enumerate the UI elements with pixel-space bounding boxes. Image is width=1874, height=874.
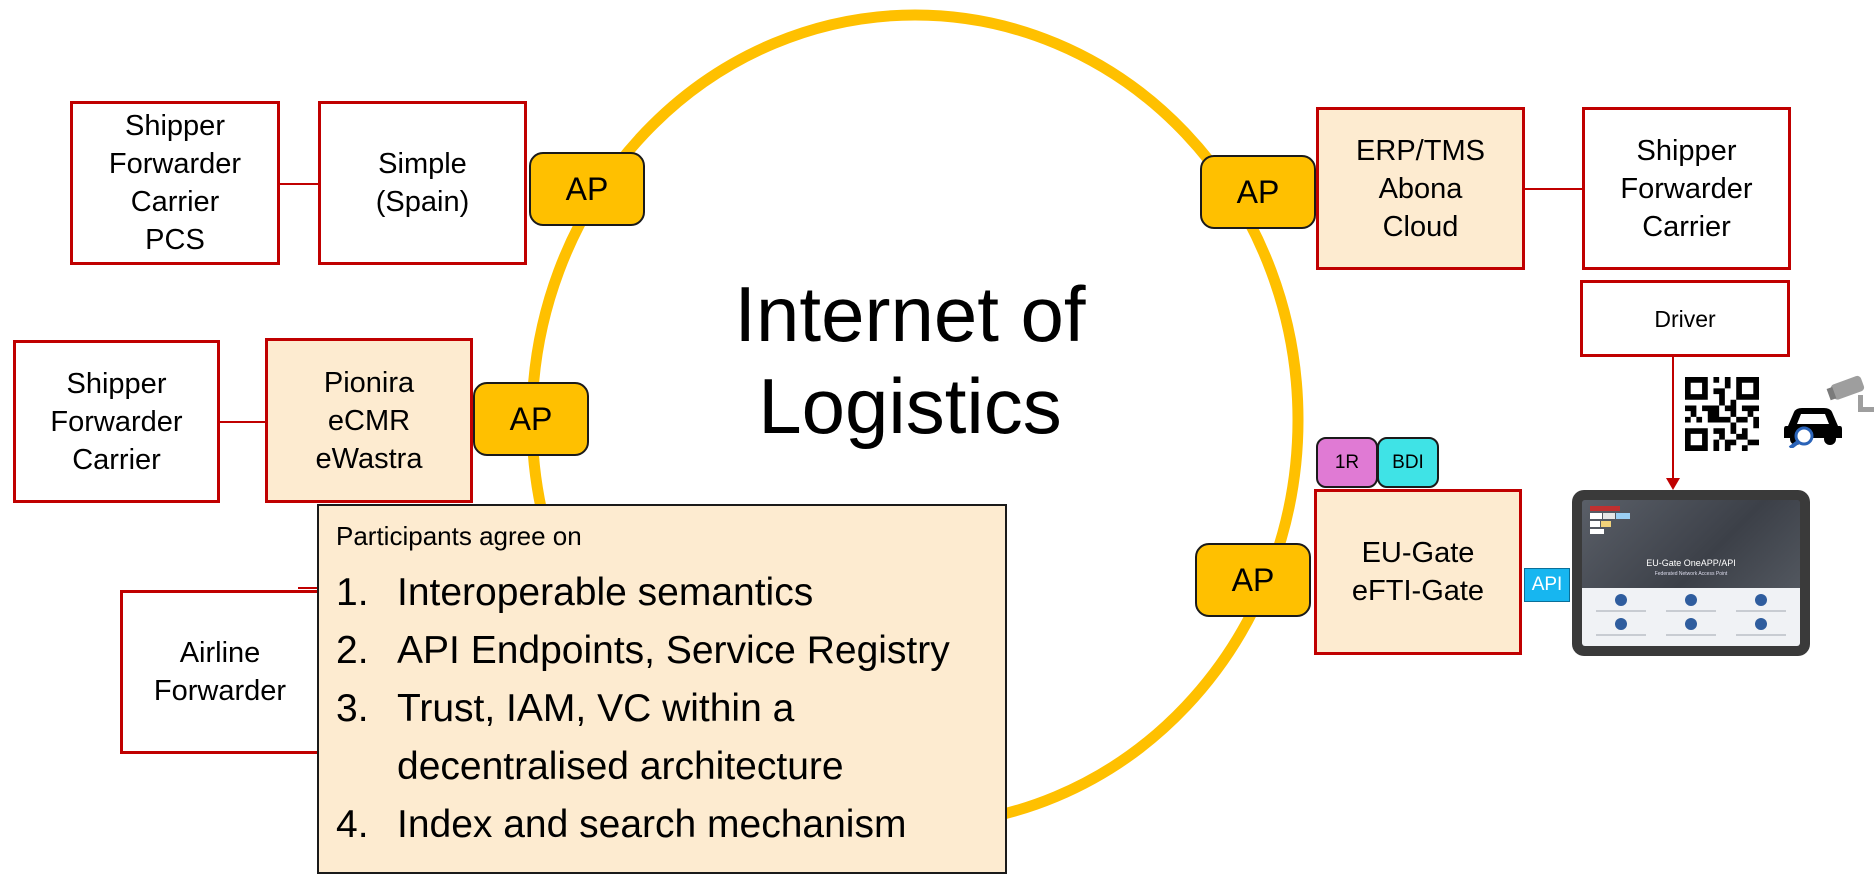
box-line: Driver xyxy=(1654,305,1716,332)
partner-logos-icon xyxy=(1590,506,1630,534)
service-tile-caption xyxy=(1666,634,1716,636)
tablet-app-screenshot: EU-Gate OneAPP/API Federated Network Acc… xyxy=(1572,490,1810,656)
spain-participants-box: Shipper Forwarder Carrier PCS xyxy=(70,101,280,265)
service-tile-icon xyxy=(1685,618,1697,630)
service-tile-icon xyxy=(1615,594,1627,606)
tablet-app-subtitle: Federated Network Access Point xyxy=(1654,571,1728,577)
agreement-item-number: 4. xyxy=(336,803,369,846)
box-line: ERP/TMS xyxy=(1356,134,1485,167)
tablet-service-panel xyxy=(1582,588,1800,646)
qr-code-icon xyxy=(1685,377,1759,451)
service-tile-icon xyxy=(1615,618,1627,630)
box-line: Carrier xyxy=(130,186,220,218)
pionira-participants-box: Shipper Forwarder Carrier xyxy=(13,340,220,503)
box-line: Cloud xyxy=(1382,210,1459,243)
ap-label: AP xyxy=(1231,561,1275,598)
agreement-heading: Participants agree on xyxy=(336,521,582,551)
box-line: eFTI-Gate xyxy=(1351,575,1485,607)
agreement-item: 4. Index and search mechanism xyxy=(336,796,1005,854)
title-line-1: Internet of xyxy=(734,270,1086,358)
agreement-item-text: Interoperable semantics xyxy=(397,564,1005,622)
box-line: EU-Gate xyxy=(1361,537,1475,569)
agreement-item-line: Interoperable semantics xyxy=(397,571,814,614)
diagram-title: Internet of Logistics xyxy=(660,268,1160,452)
agreement-item-line: Trust, IAM, VC within a xyxy=(397,687,795,730)
box-line: Carrier xyxy=(72,443,161,476)
agreement-item-line: decentralised architecture xyxy=(397,745,844,788)
service-tile-caption xyxy=(1736,634,1786,636)
ap-label: AP xyxy=(509,400,553,437)
service-tile-caption xyxy=(1596,634,1646,636)
agreement-item-number: 2. xyxy=(336,629,369,672)
agreement-list: 1. Interoperable semantics 2. API Endpoi… xyxy=(336,564,1005,854)
agreement-item-text: Index and search mechanism xyxy=(397,796,1005,854)
simple-spain-box: Simple (Spain) xyxy=(318,101,527,265)
eu-gate-box: EU-Gate eFTI-Gate xyxy=(1314,489,1522,655)
tablet-screen: EU-Gate OneAPP/API Federated Network Acc… xyxy=(1582,500,1800,646)
box-line: eCMR xyxy=(327,404,411,437)
access-point-eu-gate: AP xyxy=(1195,543,1311,617)
agreement-item-number: 1. xyxy=(336,571,369,614)
agreement-item-number: 3. xyxy=(336,687,369,730)
box-line: PCS xyxy=(145,224,205,256)
bdi-badge: BDI xyxy=(1377,437,1439,488)
ap-label: AP xyxy=(565,170,609,207)
car-search-icon xyxy=(1784,408,1842,448)
access-point-erp: AP xyxy=(1200,155,1316,229)
box-line: (Spain) xyxy=(375,186,470,218)
api-label: API xyxy=(1531,574,1563,595)
box-line: Forwarder xyxy=(1620,172,1753,205)
box-line: Shipper xyxy=(125,110,225,142)
pionira-box: Pionira eCMR eWastra xyxy=(265,338,473,503)
box-line: Forwarder xyxy=(50,405,183,438)
bdi-label: BDI xyxy=(1392,451,1424,473)
title-line-2: Logistics xyxy=(758,362,1062,450)
service-tile-icon xyxy=(1755,618,1767,630)
security-camera-icon xyxy=(1826,375,1874,412)
agreement-item: 2. API Endpoints, Service Registry xyxy=(336,622,1005,680)
api-badge: API xyxy=(1524,568,1570,602)
driver-box: Driver xyxy=(1580,280,1790,357)
erp-participants-box: Shipper Forwarder Carrier xyxy=(1582,107,1791,270)
one-r-badge: 1R xyxy=(1316,437,1378,488)
box-line: Abona xyxy=(1378,172,1463,205)
box-line: Carrier xyxy=(1642,210,1731,243)
box-line: Shipper xyxy=(66,367,167,400)
erp-tms-box: ERP/TMS Abona Cloud xyxy=(1316,107,1525,270)
service-tile-caption xyxy=(1666,610,1716,612)
ap-label: AP xyxy=(1236,173,1280,210)
agreement-box: Participants agree on 1. Interoperable s… xyxy=(317,504,1007,874)
agreement-item: 1. Interoperable semantics xyxy=(336,564,1005,622)
box-line: Forwarder xyxy=(153,675,287,707)
agreement-item-text: API Endpoints, Service Registry xyxy=(397,622,1005,680)
tablet-app-title: EU-Gate OneAPP/API xyxy=(1646,558,1736,568)
access-point-spain: AP xyxy=(529,152,645,226)
agreement-item-line: API Endpoints, Service Registry xyxy=(397,629,950,672)
service-tile-icon xyxy=(1755,594,1767,606)
box-line: Pionira xyxy=(323,366,415,399)
agreement-item-line: Index and search mechanism xyxy=(397,803,907,846)
box-line: Airline xyxy=(179,637,261,669)
service-tile-caption xyxy=(1596,610,1646,612)
box-line: eWastra xyxy=(315,442,423,475)
agreement-item: 3. Trust, IAM, VC within a decentralised… xyxy=(336,680,1005,796)
box-line: Forwarder xyxy=(108,148,242,180)
box-line: Simple xyxy=(378,148,467,180)
access-point-pionira: AP xyxy=(473,382,589,456)
service-tile-caption xyxy=(1736,610,1786,612)
box-line: Shipper xyxy=(1636,134,1737,167)
one-r-label: 1R xyxy=(1334,451,1360,473)
service-tile-icon xyxy=(1685,594,1697,606)
agreement-item-text: Trust, IAM, VC within a decentralised ar… xyxy=(397,680,1005,796)
airline-box: Airline Forwarder xyxy=(120,590,320,754)
